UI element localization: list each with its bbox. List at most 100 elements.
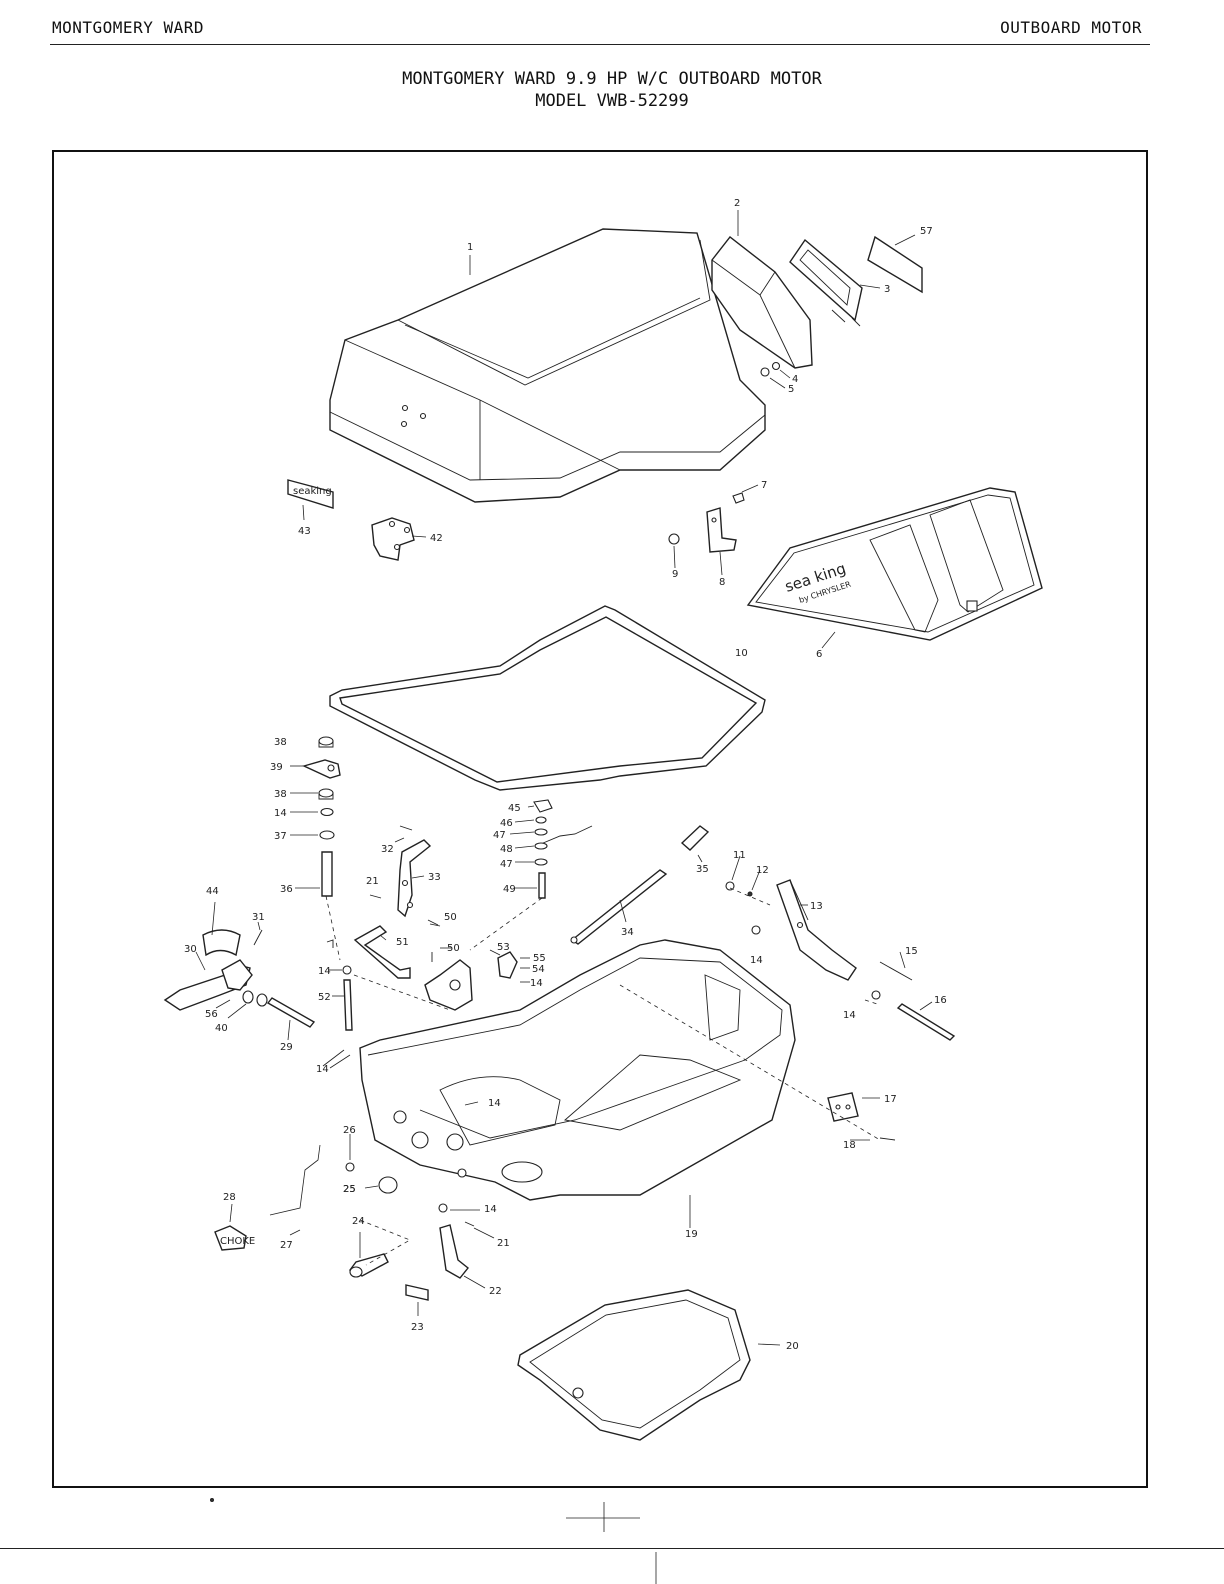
callout-18: 18 bbox=[843, 1140, 856, 1151]
callout-50-a: 50 bbox=[444, 912, 457, 923]
callout-15: 15 bbox=[905, 946, 918, 957]
callout-3: 3 bbox=[884, 284, 890, 295]
callout-48: 48 bbox=[500, 844, 513, 855]
callout-14-b: 14 bbox=[274, 808, 287, 819]
part-37-washer bbox=[319, 830, 335, 840]
callout-54: 54 bbox=[532, 964, 545, 975]
part-13-shift-bracket bbox=[776, 879, 857, 981]
part-5-nut bbox=[760, 367, 770, 377]
part-16-shaft bbox=[896, 1003, 956, 1041]
alignment-lines bbox=[325, 887, 881, 1266]
callout-25-b: 25 bbox=[343, 1184, 356, 1195]
part-14-nut-right-b bbox=[871, 990, 881, 1000]
callout-57: 57 bbox=[920, 226, 933, 237]
callout-10: 10 bbox=[735, 648, 748, 659]
callout-43: 43 bbox=[298, 526, 311, 537]
diagram-model: MODEL VWB-52299 bbox=[535, 91, 689, 111]
part-46-washer bbox=[535, 816, 547, 824]
part-38-nut-top bbox=[318, 736, 334, 748]
callout-36: 36 bbox=[280, 884, 293, 895]
part-27-choke-rod bbox=[269, 1144, 321, 1216]
callout-52: 52 bbox=[318, 992, 331, 1003]
part-57-plate bbox=[867, 235, 923, 294]
callout-47-a: 47 bbox=[493, 830, 506, 841]
callout-25: 25 bbox=[343, 1184, 356, 1195]
part-22-bracket bbox=[439, 1224, 469, 1279]
callout-28: 28 bbox=[223, 1192, 236, 1203]
callout-35: 35 bbox=[696, 864, 709, 875]
callout-14-h: 14 bbox=[484, 1204, 497, 1215]
callout-14-f: 14 bbox=[488, 1098, 501, 1109]
part-52-stud bbox=[343, 979, 353, 1031]
header-brand: MONTGOMERY WARD bbox=[52, 18, 204, 37]
callout-56: 56 bbox=[205, 1009, 218, 1020]
callout-22: 22 bbox=[489, 1286, 502, 1297]
part-14-nut-stack bbox=[320, 807, 334, 817]
diagram-title: MONTGOMERY WARD 9.9 HP W/C OUTBOARD MOTO… bbox=[402, 69, 822, 89]
callout-34: 34 bbox=[621, 927, 634, 938]
callout-53: 53 bbox=[497, 942, 510, 953]
part-8-latch-bracket bbox=[706, 507, 737, 553]
callout-26: 26 bbox=[343, 1125, 356, 1136]
part-30-shift-lever bbox=[163, 959, 253, 1011]
callout-27: 27 bbox=[280, 1240, 293, 1251]
part-14-nut-right-a bbox=[751, 925, 761, 935]
callout-38-a: 38 bbox=[274, 737, 287, 748]
part-29-pin bbox=[266, 997, 316, 1028]
part-28-knob: CHOKE bbox=[214, 1225, 255, 1251]
part-23-tag bbox=[405, 1284, 429, 1301]
part-43-decal: seaking bbox=[287, 479, 334, 509]
diagram-titles: MONTGOMERY WARD 9.9 HP W/C OUTBOARD MOTO… bbox=[0, 68, 1224, 112]
callout-46: 46 bbox=[500, 818, 513, 829]
part-26-grommet bbox=[345, 1162, 355, 1172]
callout-38-b: 38 bbox=[274, 789, 287, 800]
header-rule bbox=[50, 44, 1150, 45]
part-2-air-intake bbox=[711, 236, 813, 369]
callout-49: 49 bbox=[503, 884, 516, 895]
part-39-lever bbox=[301, 759, 341, 779]
part-24-fitting bbox=[348, 1253, 389, 1278]
callout-21-b: 21 bbox=[366, 876, 379, 887]
callout-37: 37 bbox=[274, 831, 287, 842]
part-17-plate bbox=[827, 1092, 859, 1122]
part-56-washer bbox=[242, 990, 254, 1004]
callout-39: 39 bbox=[270, 762, 283, 773]
callout-14-d: 14 bbox=[530, 978, 543, 989]
part-49-pin bbox=[538, 872, 546, 899]
part-53-knob bbox=[497, 951, 518, 979]
callout-labels: 1 2 3 4 5 6 7 8 9 10 11 12 13 14 15 16 1… bbox=[184, 198, 947, 1352]
callout-40: 40 bbox=[215, 1023, 228, 1034]
callout-17: 17 bbox=[884, 1094, 897, 1105]
callout-23: 23 bbox=[411, 1322, 424, 1333]
part-50-arm bbox=[424, 959, 473, 1011]
part-7-screw bbox=[732, 492, 745, 504]
callout-1: 1 bbox=[467, 242, 473, 253]
part-10-seal bbox=[329, 605, 766, 791]
callout-31: 31 bbox=[252, 912, 265, 923]
part-47-washer-b bbox=[534, 858, 548, 866]
callout-47-b: 47 bbox=[500, 859, 513, 870]
part-14-nut-lower bbox=[438, 1203, 448, 1213]
part-33-throttle-link bbox=[397, 839, 432, 918]
part-21-pin bbox=[369, 894, 382, 899]
part-11-nut bbox=[725, 881, 735, 891]
part-15-pin bbox=[879, 961, 913, 981]
callout-6: 6 bbox=[816, 649, 822, 660]
diagram-frame bbox=[52, 150, 1148, 1488]
callout-9: 9 bbox=[672, 569, 678, 580]
part-40-washer bbox=[256, 993, 268, 1007]
callout-20: 20 bbox=[786, 1341, 799, 1352]
callout-14-a: 14 bbox=[750, 955, 763, 966]
callout-12: 12 bbox=[756, 865, 769, 876]
callout-30: 30 bbox=[184, 944, 197, 955]
part-38-nut-mid bbox=[318, 788, 334, 800]
callout-2: 2 bbox=[734, 198, 740, 209]
header-section: OUTBOARD MOTOR bbox=[1000, 18, 1142, 37]
callout-8: 8 bbox=[719, 577, 725, 588]
part-19-bottom-cowl bbox=[359, 939, 796, 1201]
callout-5: 5 bbox=[788, 384, 794, 395]
part-1-top-cowl bbox=[329, 228, 766, 503]
part-6-decal: sea king by CHRYSLER bbox=[746, 487, 1043, 641]
callout-42: 42 bbox=[430, 533, 443, 544]
callout-29: 29 bbox=[280, 1042, 293, 1053]
